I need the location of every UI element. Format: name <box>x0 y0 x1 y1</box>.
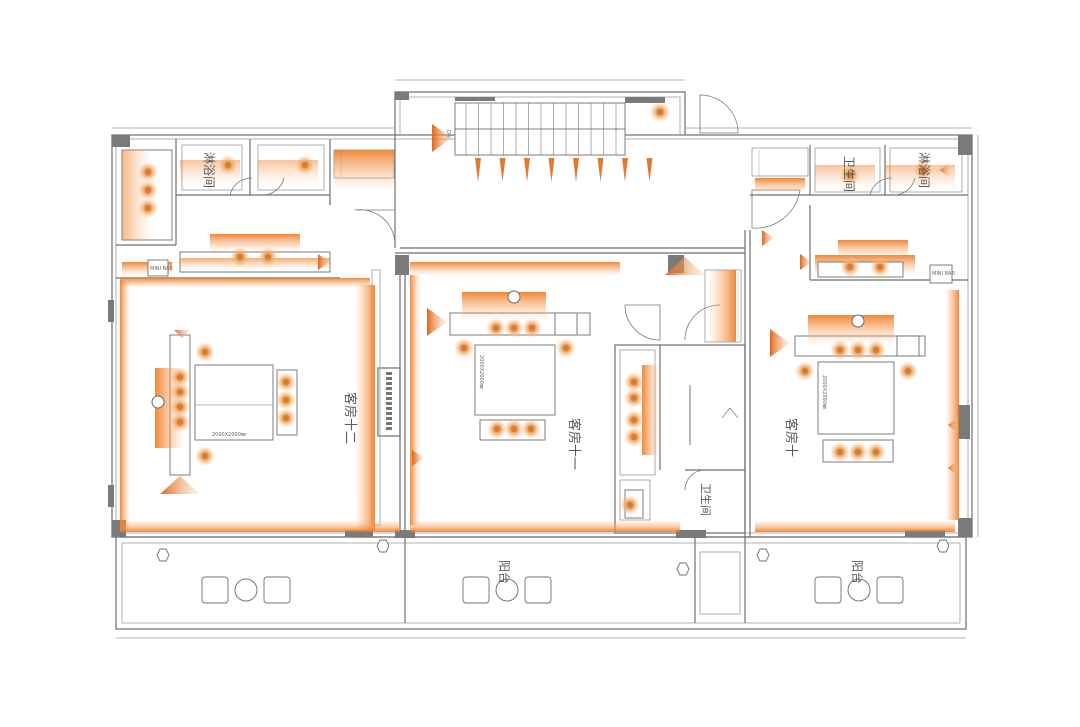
wall-washer <box>770 329 790 357</box>
downlight-core <box>836 448 844 456</box>
balcony-label-right: 阳台 <box>850 560 865 584</box>
downlight-core <box>630 394 638 402</box>
downlight-core <box>854 346 862 354</box>
downlight-core <box>630 433 638 441</box>
downlight-core <box>492 324 500 332</box>
downlight-core <box>510 425 518 433</box>
stair-light <box>573 158 579 182</box>
downlight-core <box>176 373 184 381</box>
downlight-core <box>201 452 209 460</box>
downlight-core <box>630 416 638 424</box>
downlight-core <box>282 414 290 422</box>
wall-washer <box>762 230 774 246</box>
wall-washer <box>432 124 452 152</box>
downlight-core <box>176 403 184 411</box>
stair-light <box>646 158 653 182</box>
wall-washer <box>427 308 447 336</box>
downlight-core <box>630 378 638 386</box>
downlight-core <box>176 418 184 426</box>
downlight-core <box>872 448 880 456</box>
bath-label-wc-right: 卫生间 <box>842 156 856 192</box>
bed-dim-right: 2000X2000㎜ <box>821 375 827 409</box>
wall-washer <box>800 254 812 270</box>
bed-dim-mid: 2000X2000㎜ <box>478 355 484 389</box>
downlight-core <box>562 344 570 352</box>
wall-washer <box>160 476 200 494</box>
downlight-core <box>876 263 884 271</box>
structural-columns <box>108 92 972 538</box>
downlight-core <box>201 348 209 356</box>
downlight-core <box>282 396 290 404</box>
minibar-right-label: MINI BAR <box>932 271 955 277</box>
downlight-core <box>144 168 152 176</box>
bath-label-wc-mid: 卫生间 <box>699 483 713 516</box>
stair-light <box>524 158 530 182</box>
wall-washer <box>948 460 958 476</box>
downlight-core <box>264 253 272 261</box>
downlight-core <box>224 161 232 169</box>
wall-washer <box>940 162 950 178</box>
wall-washer <box>948 417 958 433</box>
downlight-core <box>801 367 809 375</box>
wall-washer <box>174 330 190 338</box>
downlight-core <box>836 346 844 354</box>
downlight-core <box>282 378 290 386</box>
downlight-core <box>854 448 862 456</box>
room-label-guest12: 客房十二 <box>342 392 358 444</box>
downlight-core <box>528 324 536 332</box>
downlight-core <box>656 108 664 116</box>
downlight-core <box>527 425 535 433</box>
downlight-core <box>144 204 152 212</box>
wall-washer <box>318 254 330 270</box>
wall-washer <box>412 450 424 466</box>
bath-label-shower-right: 淋浴间 <box>917 152 931 188</box>
stair-light <box>548 158 555 182</box>
downlight-core <box>846 171 854 179</box>
stair-light <box>499 158 506 182</box>
room-label-guest11: 客房十一 <box>566 418 582 470</box>
downlights <box>138 102 933 515</box>
downlight-core <box>846 263 854 271</box>
minibar-left-label: MINI BAR <box>150 266 173 272</box>
downlight-core <box>236 253 244 261</box>
downlight-core <box>510 324 518 332</box>
stair-light <box>597 158 604 182</box>
room-label-guest10: 客房十 <box>783 418 799 457</box>
stair-light <box>622 158 628 182</box>
downlight-core <box>301 161 309 169</box>
staircase: DN <box>445 102 626 156</box>
bath-label-shower-left: 淋浴间 <box>202 152 216 188</box>
downlight-core <box>626 501 634 509</box>
labels: 客房十二 客房十一 客房十 淋浴间 淋浴间 卫生间 卫生间 阳台 阳台 2000… <box>202 152 931 584</box>
stair-dn-label: DN <box>445 130 451 138</box>
downlight-core <box>460 344 468 352</box>
bed-dim-left: 2000X2000㎜ <box>212 432 246 438</box>
wall-washers <box>160 124 958 494</box>
stair-light <box>475 158 481 182</box>
wall-washer <box>665 257 705 275</box>
downlight-core <box>176 388 184 396</box>
downlight-core <box>144 186 152 194</box>
furniture: MINI BAR MINI BAR <box>147 150 955 604</box>
downlight-core <box>872 346 880 354</box>
downlight-core <box>919 166 927 174</box>
downlight-core <box>493 425 501 433</box>
downlight-core <box>904 367 912 375</box>
balcony-label-mid: 阳台 <box>497 560 512 584</box>
